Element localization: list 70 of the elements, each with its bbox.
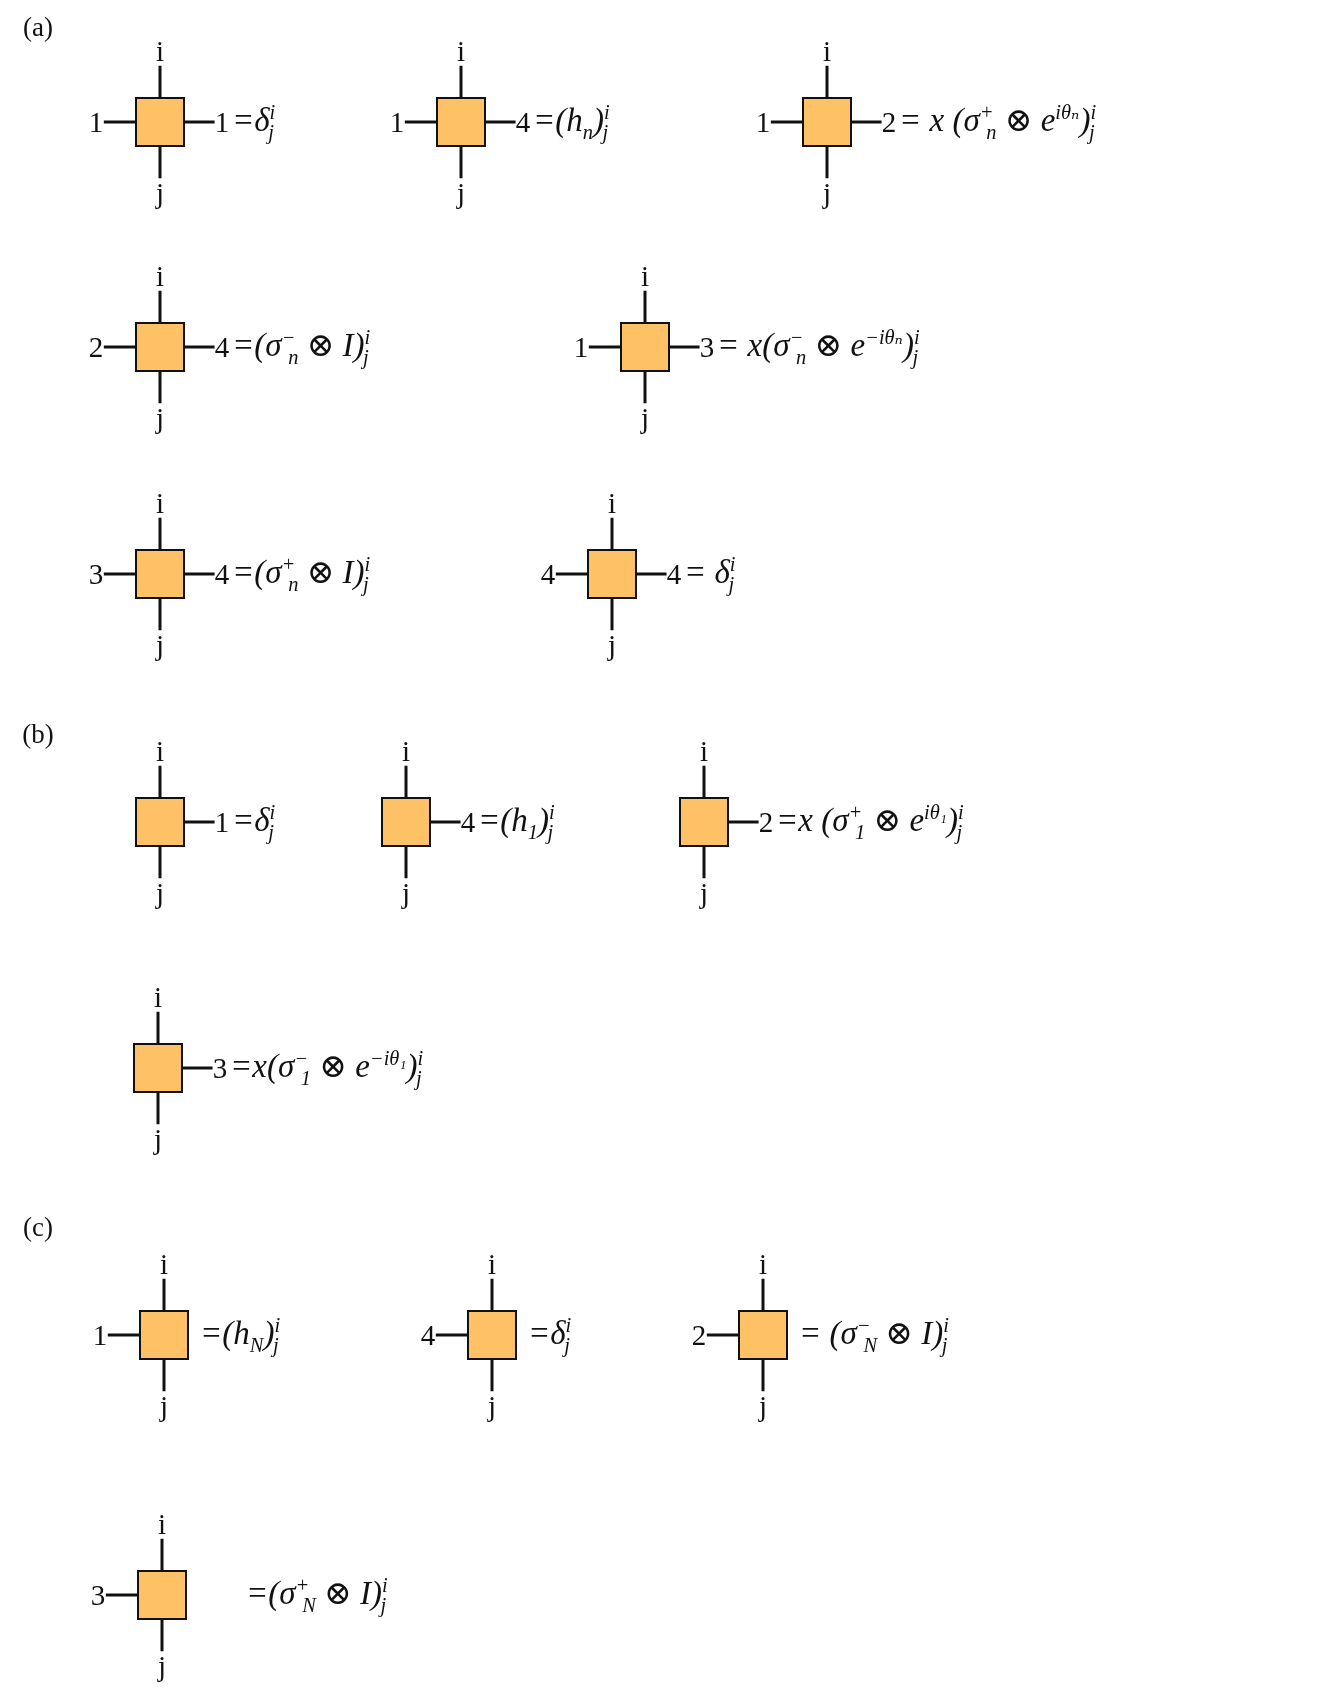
tensor-leg	[825, 147, 829, 179]
tensor-box	[802, 97, 852, 147]
tensor-leg	[610, 517, 614, 549]
tensor-leg	[702, 765, 706, 797]
tensor-leg	[490, 1360, 494, 1392]
tensor-leg	[160, 1538, 164, 1570]
tensor-leg	[107, 1333, 139, 1337]
tensor-leg	[156, 1011, 160, 1043]
tensor-leg	[185, 345, 215, 349]
tensor-box	[738, 1310, 788, 1360]
tensor-leg	[643, 372, 647, 404]
tensor-box	[137, 1570, 187, 1620]
tensor-box	[133, 1043, 183, 1093]
tensor-leg	[706, 1333, 738, 1337]
tensor-box	[679, 797, 729, 847]
tensor-leg	[404, 765, 408, 797]
tensor-leg	[490, 1278, 494, 1310]
tensor-leg	[185, 820, 215, 824]
tensor-leg	[643, 290, 647, 322]
tensor-leg	[183, 1066, 213, 1070]
panel-label: (b)	[22, 718, 54, 750]
tensor-leg	[156, 1093, 160, 1125]
tensor-leg	[158, 290, 162, 322]
tensor-leg	[103, 120, 135, 124]
tensor-leg	[459, 147, 463, 179]
tensor-leg	[158, 599, 162, 631]
tensor-leg	[105, 1593, 137, 1597]
tensor-leg	[702, 847, 706, 879]
tensor-leg	[825, 65, 829, 97]
tensor-box	[135, 322, 185, 372]
tensor-box	[620, 322, 670, 372]
tensor-leg	[158, 847, 162, 879]
tensor-leg	[431, 820, 461, 824]
tensor-leg	[486, 120, 516, 124]
tensor-leg	[770, 120, 802, 124]
panel-label: (a)	[23, 11, 53, 43]
tensor-leg	[162, 1360, 166, 1392]
tensor-box	[381, 797, 431, 847]
tensor-box	[139, 1310, 189, 1360]
tensor-leg	[852, 120, 882, 124]
tensor-leg	[435, 1333, 467, 1337]
tensor-leg	[761, 1360, 765, 1392]
tensor-box	[135, 97, 185, 147]
panel-label: (c)	[23, 1211, 53, 1243]
tensor-leg	[160, 1620, 164, 1652]
tensor-leg	[158, 147, 162, 179]
tensor-leg	[158, 517, 162, 549]
tensor-leg	[610, 599, 614, 631]
tensor-leg	[103, 345, 135, 349]
tensor-leg	[637, 572, 667, 576]
tensor-box	[135, 797, 185, 847]
tensor-leg	[185, 572, 215, 576]
tensor-box	[135, 549, 185, 599]
tensor-leg	[588, 345, 620, 349]
tensor-leg	[459, 65, 463, 97]
tensor-leg	[404, 847, 408, 879]
tensor-box	[436, 97, 486, 147]
tensor-leg	[158, 65, 162, 97]
tensor-box	[467, 1310, 517, 1360]
tensor-leg	[103, 572, 135, 576]
tensor-leg	[729, 820, 759, 824]
tensor-leg	[670, 345, 700, 349]
tensor-leg	[761, 1278, 765, 1310]
tensor-leg	[404, 120, 436, 124]
tensor-leg	[158, 765, 162, 797]
tensor-box	[587, 549, 637, 599]
tensor-leg	[162, 1278, 166, 1310]
tensor-leg	[555, 572, 587, 576]
tensor-leg	[185, 120, 215, 124]
tensor-leg	[158, 372, 162, 404]
